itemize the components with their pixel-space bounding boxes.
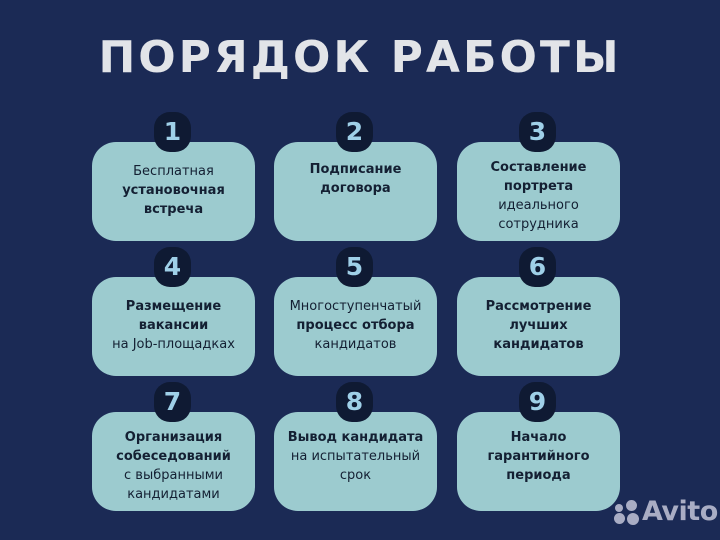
page-title: ПОРЯДОК РАБОТЫ bbox=[98, 32, 622, 83]
step-card: Организация собеседований с выбранными к… bbox=[92, 412, 255, 511]
step-number-badge: 8 bbox=[336, 382, 373, 422]
step-card: Размещение вакансии на Job-площадках bbox=[92, 277, 255, 376]
step-text-line: Размещение bbox=[125, 299, 222, 314]
step-text-line: Составление bbox=[490, 160, 587, 175]
step-text-line: Рассмотрение bbox=[485, 299, 592, 314]
avito-watermark: Avito bbox=[614, 497, 718, 527]
step-text-line: кандидатов bbox=[314, 337, 397, 352]
step-text-line: кандидатами bbox=[127, 487, 220, 502]
step-text-line: идеального bbox=[498, 198, 579, 213]
step-text-line: процесс отбора bbox=[296, 318, 415, 333]
step-text-line: на Job-площадках bbox=[112, 337, 235, 352]
step-card: Рассмотрение лучших кандидатов bbox=[457, 277, 620, 376]
step-card: Бесплатная установочная встреча bbox=[92, 142, 255, 241]
avito-dots-icon bbox=[614, 499, 640, 525]
step-text-line: лучших bbox=[509, 318, 568, 333]
step-text-line: срок bbox=[339, 468, 372, 483]
step-text-line: Многоступенчатый bbox=[289, 299, 422, 314]
step-text-line: сотрудника bbox=[498, 217, 579, 232]
step-card: Подписание договора bbox=[274, 142, 437, 241]
step-card: Вывод кандидата на испытательный срок bbox=[274, 412, 437, 511]
step-text-line: портрета bbox=[503, 179, 574, 194]
step-number-badge: 2 bbox=[336, 112, 373, 152]
step-number-badge: 9 bbox=[519, 382, 556, 422]
step-number-badge: 4 bbox=[154, 247, 191, 287]
step-text-line: вакансии bbox=[138, 318, 209, 333]
step-text-line: Организация bbox=[124, 430, 223, 445]
step-text-line: договора bbox=[320, 181, 391, 196]
step-text-line: на испытательный bbox=[290, 449, 421, 464]
step-card: Составление портрета идеального сотрудни… bbox=[457, 142, 620, 241]
step-text-line: Начало bbox=[510, 430, 567, 445]
step-number-badge: 5 bbox=[336, 247, 373, 287]
step-card: Многоступенчатый процесс отбора кандидат… bbox=[274, 277, 437, 376]
step-number-badge: 3 bbox=[519, 112, 556, 152]
step-text-line: установочная bbox=[122, 183, 225, 198]
step-text-line: гарантийного bbox=[487, 449, 590, 464]
step-text-line: кандидатов bbox=[493, 337, 584, 352]
step-text-line: собеседований bbox=[116, 449, 231, 464]
step-number-badge: 6 bbox=[519, 247, 556, 287]
step-number-badge: 7 bbox=[154, 382, 191, 422]
avito-logo-text: Avito bbox=[642, 496, 718, 527]
step-card: Начало гарантийного периода bbox=[457, 412, 620, 511]
step-text-line: с выбранными bbox=[124, 468, 223, 483]
step-text-line: Вывод кандидата bbox=[287, 430, 424, 445]
step-text-line: Подписание bbox=[309, 162, 402, 177]
step-number-badge: 1 bbox=[154, 112, 191, 152]
step-text-line: Бесплатная bbox=[133, 164, 214, 179]
step-text-line: периода bbox=[506, 468, 571, 483]
step-text-line: встреча bbox=[143, 202, 204, 217]
